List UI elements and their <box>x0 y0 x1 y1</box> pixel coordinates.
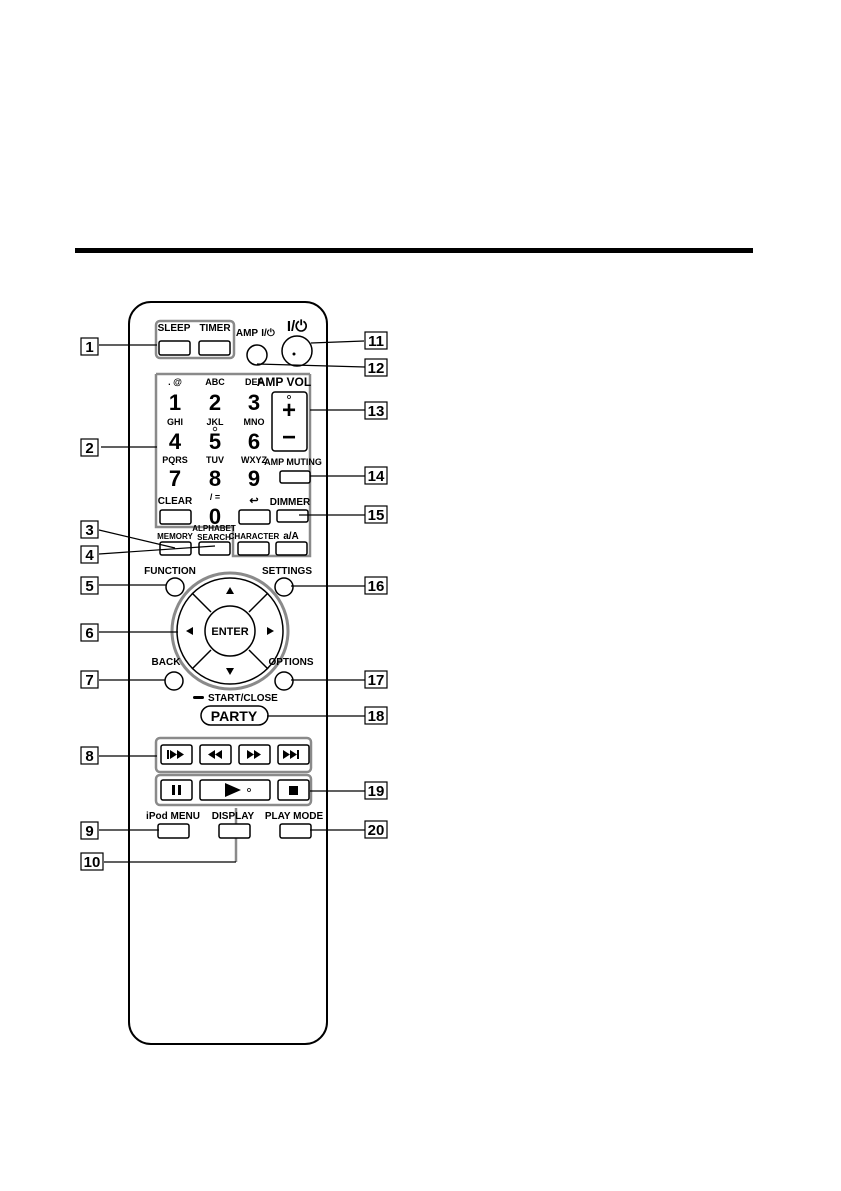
amp-power-button[interactable] <box>247 345 267 365</box>
callout-2: 2 <box>85 440 93 457</box>
clear-button[interactable] <box>160 510 191 524</box>
vol-up-button[interactable]: + <box>282 397 296 424</box>
back-label: BACK <box>152 657 182 668</box>
key-1-letters: . @ <box>168 377 182 387</box>
stop-icon <box>289 786 298 795</box>
navigation-pad: ENTER <box>172 573 288 689</box>
key-0-letters: / = <box>210 492 220 502</box>
callout-9: 9 <box>85 823 93 840</box>
play-mode-button[interactable] <box>280 824 311 838</box>
play-mode-label: PLAY MODE <box>265 811 324 822</box>
key-5-letters: JKL <box>206 417 224 427</box>
callout-19: 19 <box>368 783 385 800</box>
key-2-letters: ABC <box>205 377 225 387</box>
amp-power-symbol: I/⏻ <box>261 327 275 339</box>
key-8[interactable]: 8 <box>209 466 221 491</box>
amp-power-label: AMP <box>236 328 259 339</box>
vol-down-button[interactable]: − <box>282 424 296 451</box>
party-label: PARTY <box>211 708 258 724</box>
key-3[interactable]: 3 <box>248 390 260 415</box>
settings-button[interactable] <box>275 578 293 596</box>
power-button-dot <box>293 353 296 356</box>
callout-10: 10 <box>84 854 101 871</box>
display-button[interactable] <box>219 824 250 838</box>
return-symbol: ↩ <box>249 495 258 507</box>
callout-12: 12 <box>368 360 385 377</box>
callout-14: 14 <box>368 468 385 485</box>
callout-16: 16 <box>368 578 385 595</box>
callout-6: 6 <box>85 625 93 642</box>
callout-20: 20 <box>368 822 385 839</box>
case-button[interactable] <box>276 542 307 555</box>
start-close-label: START/CLOSE <box>208 693 278 704</box>
amp-muting-label: AMP MUTING <box>264 457 322 467</box>
key-7[interactable]: 7 <box>169 466 181 491</box>
key-1[interactable]: 1 <box>169 390 181 415</box>
key-9[interactable]: 9 <box>248 466 260 491</box>
callout-7: 7 <box>85 672 93 689</box>
power-symbol-label: I/⏻ <box>287 318 307 335</box>
transport-row-2 <box>161 780 309 800</box>
timer-button[interactable] <box>199 341 230 355</box>
function-label: FUNCTION <box>144 566 196 577</box>
key-6-letters: MNO <box>244 417 265 427</box>
function-button[interactable] <box>166 578 184 596</box>
timer-label: TIMER <box>199 323 231 334</box>
ipod-menu-label: iPod MENU <box>146 811 200 822</box>
callout-4: 4 <box>85 547 94 564</box>
callouts-left: 1 2 3 4 5 6 7 8 9 10 <box>81 338 103 871</box>
options-button[interactable] <box>275 672 293 690</box>
dimmer-button[interactable] <box>277 510 308 522</box>
callout-15: 15 <box>368 507 385 524</box>
display-label: DISPLAY <box>212 811 255 822</box>
key-4[interactable]: 4 <box>169 429 182 454</box>
alphabet-search-button[interactable] <box>199 542 230 555</box>
callout-1: 1 <box>85 339 93 356</box>
sleep-label: SLEEP <box>158 323 191 334</box>
callout-5: 5 <box>85 578 93 595</box>
options-label: OPTIONS <box>268 657 313 668</box>
callout-13: 13 <box>368 403 385 420</box>
callout-8: 8 <box>85 748 93 765</box>
back-button[interactable] <box>165 672 183 690</box>
dimmer-label: DIMMER <box>270 497 311 508</box>
amp-muting-button[interactable] <box>280 471 310 483</box>
search-label: SEARCH <box>197 533 231 542</box>
key-6[interactable]: 6 <box>248 429 260 454</box>
amp-vol-label: AMP VOL <box>257 375 311 389</box>
key-4-letters: GHI <box>167 417 183 427</box>
pause-button[interactable] <box>161 780 192 800</box>
case-label: a/A <box>283 531 299 542</box>
power-button[interactable] <box>282 336 312 366</box>
character-button[interactable] <box>238 542 269 555</box>
ipod-menu-button[interactable] <box>158 824 189 838</box>
enter-label: ENTER <box>211 626 248 638</box>
callouts-right: 11 12 13 14 15 16 17 18 19 20 <box>365 332 387 839</box>
callout-11: 11 <box>368 333 384 350</box>
key-2[interactable]: 2 <box>209 390 221 415</box>
start-close-dash <box>193 696 204 699</box>
callout-3: 3 <box>85 522 93 539</box>
key-5[interactable]: 5 <box>209 429 221 454</box>
return-button[interactable] <box>239 510 270 524</box>
settings-label: SETTINGS <box>262 566 312 577</box>
memory-label: MEMORY <box>157 532 193 541</box>
sleep-button[interactable] <box>159 341 190 355</box>
character-label: CHARACTER <box>229 532 280 541</box>
callout-18: 18 <box>368 708 385 725</box>
key-7-letters: PQRS <box>162 455 188 465</box>
numeric-keypad: . @ 1 ABC 2 DEF 3 GHI 4 JKL 5 MNO 6 PQRS… <box>158 377 270 529</box>
callout-17: 17 <box>368 672 385 689</box>
key-8-letters: TUV <box>206 455 224 465</box>
clear-label: CLEAR <box>158 496 193 507</box>
